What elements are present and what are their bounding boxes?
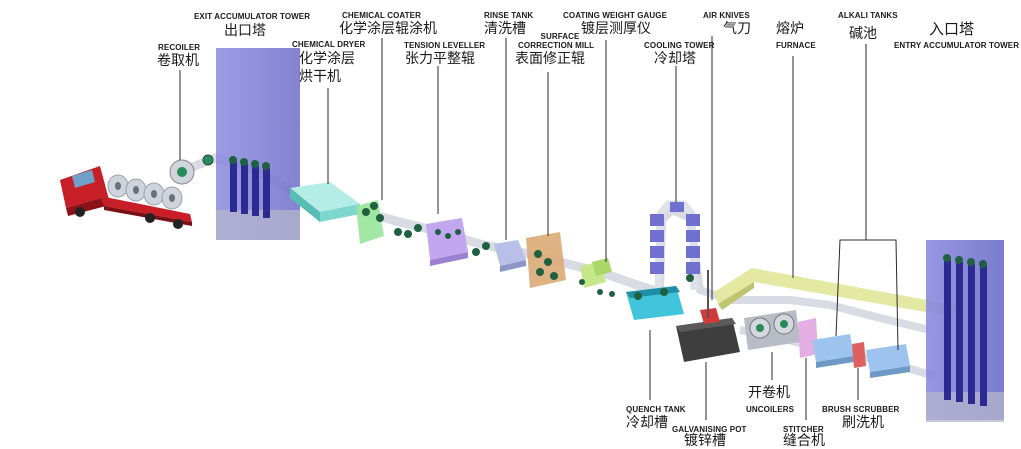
surface-mill-label-zh: 表面修正辊 (515, 51, 585, 67)
alkali-tanks-label-zh: 碱池 (849, 26, 877, 42)
uncoilers-label-en: UNCOILERS (746, 405, 795, 414)
exit-tower-label-en: EXIT ACCUMULATOR TOWER (194, 12, 311, 21)
galvanising-pot-label-zh: 镀锌槽 (684, 433, 726, 449)
tension-leveller-label-zh: 张力平整辊 (405, 51, 475, 67)
stitcher-label-en: STITCHER (783, 425, 824, 434)
cooling-tower-label-zh: 冷却塔 (654, 51, 696, 67)
furnace-label-zh: 熔炉 (776, 21, 804, 37)
cooling-tower-label-en: COOLING TOWER (644, 41, 715, 50)
exit-accumulator-tower (216, 48, 300, 240)
coating-gauge-label-zh: 镀层测厚仪 (581, 21, 651, 37)
galvanising-pot (676, 270, 740, 362)
galvanising-pot-label-en: GALVANISING POT (672, 425, 747, 434)
air-knives-label-zh: 气刀 (723, 21, 751, 37)
brush-scrubber-label-zh: 刷洗机 (842, 415, 884, 431)
recoiler-label-zh: 卷取机 (157, 53, 199, 69)
furnace-label-en: FURNACE (776, 41, 816, 50)
rinse-tank (494, 240, 526, 272)
recoiler (169, 154, 214, 185)
brush-scrubber-label-en: BRUSH SCRUBBER (822, 405, 900, 414)
surface-mill-label-en1: SURFACE (540, 32, 580, 41)
coating-weight-gauge (579, 258, 615, 297)
stitcher-label-zh: 缝合机 (783, 433, 825, 449)
tension-leveller (394, 218, 490, 266)
tension-leveller-label-en: TENSION LEVELLER (404, 41, 486, 50)
chemical-dryer-label-zh2: 烘干机 (299, 69, 341, 85)
recoiler-label-en: RECOILER (158, 43, 201, 52)
chemical-dryer-label-zh1: 化学涂层 (299, 51, 355, 67)
quench-tank-label-zh: 冷却槽 (626, 415, 668, 431)
brush-scrubber (852, 342, 866, 368)
rinse-tank-label-en: RINSE TANK (484, 11, 534, 20)
steel-coils (107, 174, 183, 210)
coating-gauge-label-en: COATING WEIGHT GAUGE (563, 11, 668, 20)
uncoilers-label-zh: 开卷机 (748, 385, 790, 401)
rinse-tank-label-zh: 清洗槽 (484, 21, 526, 37)
exit-tower-label-zh: 出口塔 (224, 23, 266, 39)
alkali-tanks (812, 334, 910, 378)
entry-accumulator-tower (926, 240, 1004, 422)
chemical-coater-label-en: CHEMICAL COATER (342, 11, 421, 20)
air-knives-label-en: AIR KNIVES (703, 11, 750, 20)
surface-correction-mill (526, 232, 566, 288)
truck (60, 166, 192, 229)
chemical-coater (356, 200, 384, 244)
entry-tower-label-en: ENTRY ACCUMULATOR TOWER (894, 41, 1020, 50)
chemical-dryer (290, 182, 360, 222)
alkali-tanks-label-en: ALKALI TANKS (838, 11, 898, 20)
stitcher (798, 318, 818, 358)
entry-tower-label-zh: 入口塔 (929, 20, 975, 38)
chemical-dryer-label-en: CHEMICAL DRYER (292, 40, 366, 49)
uncoilers (744, 310, 800, 350)
furnace (714, 268, 960, 318)
surface-mill-label-en2: CORRECTION MILL (518, 41, 595, 50)
quench-tank-label-en: QUENCH TANK (626, 405, 686, 414)
cooling-tower (650, 200, 700, 293)
quench-tank (626, 286, 684, 320)
leader-lines (179, 36, 899, 420)
chemical-coater-label-zh: 化学涂层辊涂机 (339, 21, 437, 37)
